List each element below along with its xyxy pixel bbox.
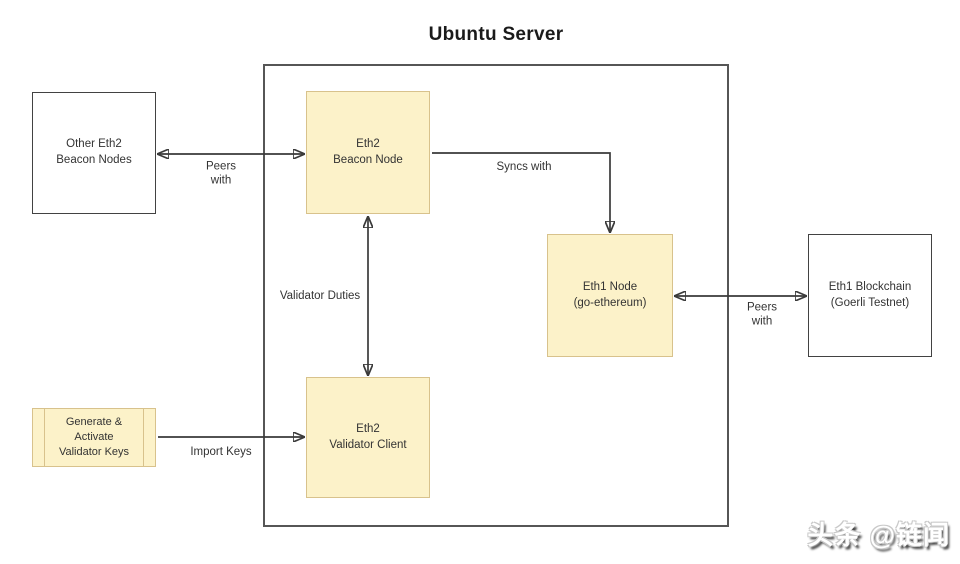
node-other-eth2-beacon-nodes-label: Other Eth2 Beacon Nodes [56, 138, 132, 166]
edge-label-peers-right: Peers with [746, 301, 778, 328]
edge-label-peers-left: Peers with [205, 160, 237, 187]
node-eth1-blockchain-label: Eth1 Blockchain (Goerli Testnet) [828, 280, 912, 309]
edge-label-validator-duties: Validator Duties [279, 289, 361, 302]
process-bar-left [44, 409, 45, 466]
node-eth1-blockchain: Eth1 Blockchain (Goerli Testnet) [808, 234, 932, 357]
process-bar-right [143, 409, 144, 466]
diagram-title: Ubuntu Server [428, 24, 564, 45]
node-eth2-validator-client-label: Eth2 Validator Client [329, 422, 407, 451]
node-eth2-beacon-node-label: Eth2 Beacon Node [333, 137, 403, 166]
node-eth1-node-label: Eth1 Node (go-ethereum) [573, 280, 647, 309]
node-generate-activate-validator-keys-label: Generate & Activate Validator Keys [58, 416, 130, 458]
toutiao-watermark: 头条 @链闻 [807, 520, 950, 550]
edge-label-syncs-with: Syncs with [496, 160, 552, 173]
node-eth2-validator-client: Eth2 Validator Client [306, 377, 430, 498]
node-other-eth2-beacon-nodes: Other Eth2 Beacon Nodes [32, 92, 156, 214]
node-eth1-node: Eth1 Node (go-ethereum) [547, 234, 673, 357]
node-eth2-beacon-node: Eth2 Beacon Node [306, 91, 430, 214]
node-generate-activate-validator-keys: Generate & Activate Validator Keys [32, 408, 156, 467]
edge-label-import-keys: Import Keys [190, 445, 252, 458]
